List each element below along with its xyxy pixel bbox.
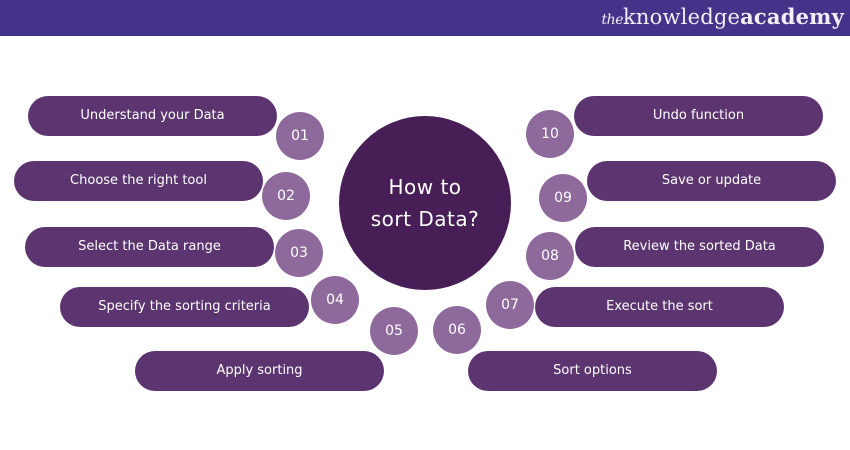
header-bar: theknowledgeacademy xyxy=(0,0,850,36)
step-08-number: 08 xyxy=(526,232,574,280)
step-07-label: Execute the sort xyxy=(535,287,784,327)
step-04-number: 04 xyxy=(311,276,359,324)
step-08-label: Review the sorted Data xyxy=(575,227,824,267)
step-03-label: Select the Data range xyxy=(25,227,274,267)
step-02-number: 02 xyxy=(262,172,310,220)
center-title-line-1: How to xyxy=(388,175,462,199)
step-07-number: 07 xyxy=(486,281,534,329)
logo-academy: academy xyxy=(740,4,844,29)
step-01-number: 01 xyxy=(276,112,324,160)
center-title-circle: How to sort Data? xyxy=(339,116,511,290)
step-01-label: Understand your Data xyxy=(28,96,277,136)
step-09-label: Save or update xyxy=(587,161,836,201)
step-03-number: 03 xyxy=(275,229,323,277)
step-02-label: Choose the right tool xyxy=(14,161,263,201)
step-05-label: Apply sorting xyxy=(135,351,384,391)
logo-knowledge: knowledge xyxy=(622,5,741,29)
step-04-label: Specify the sorting criteria xyxy=(60,287,309,327)
step-06-label: Sort options xyxy=(468,351,717,391)
the-knowledge-academy-logo: theknowledgeacademy xyxy=(602,3,844,34)
logo-the: the xyxy=(601,12,624,28)
step-05-number: 05 xyxy=(370,307,418,355)
step-09-number: 09 xyxy=(539,174,587,222)
center-title-line-2: sort Data? xyxy=(370,207,480,231)
step-10-number: 10 xyxy=(526,110,574,158)
step-10-label: Undo function xyxy=(574,96,823,136)
step-06-number: 06 xyxy=(433,306,481,354)
